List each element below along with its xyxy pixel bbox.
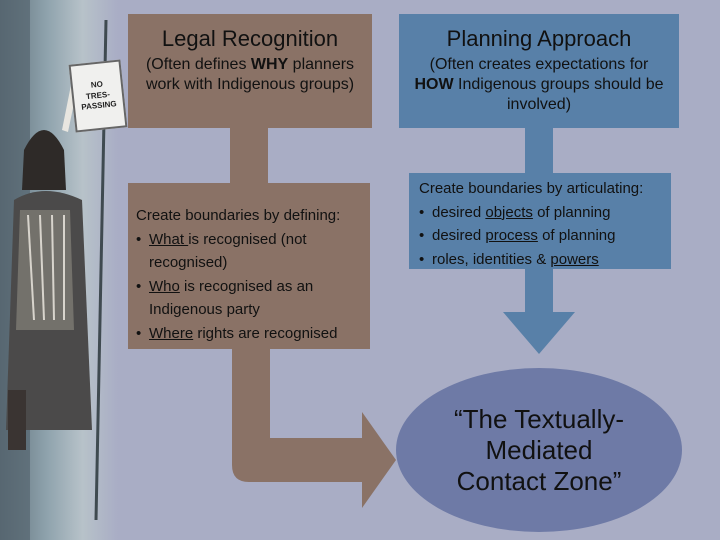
bullet-marker: • (419, 227, 425, 244)
planning-sub-bold: HOW (414, 76, 454, 93)
planning-boundaries-box: Create boundaries by articulating: • des… (409, 173, 671, 269)
planning-bullet-item: • roles, identities & powers (419, 248, 663, 272)
legal-sub-bold: WHY (250, 56, 289, 73)
legal-sub-suffix: planners work with Indigenous groups) (145, 56, 355, 93)
planning-bullet-pre: desired (432, 203, 486, 221)
planning-bullet-post: of planning (537, 227, 616, 244)
legal-recognition-subtitle: (Often defines WHY planners work with In… (128, 55, 372, 95)
bullet-marker: • (136, 324, 142, 342)
bullet-marker: • (136, 230, 142, 248)
background-photo: NO TRES- PASSING (0, 0, 128, 540)
contact-zone-label: “The Textually-Mediated Contact Zone” (453, 403, 625, 496)
planning-approach-subtitle: (Often creates expectations for HOW Indi… (399, 55, 679, 115)
legal-bullet-text: is recognised (not recognised) (149, 230, 307, 272)
bullet-marker: • (419, 203, 425, 221)
planning-bullet-key: powers (550, 250, 599, 268)
legal-bullet-text: is recognised as an Indigenous party (149, 277, 314, 319)
planning-boundaries-intro: Create boundaries by articulating: (419, 180, 644, 197)
planning-bullet-pre: roles, identities & (432, 250, 551, 268)
bullet-marker: • (419, 250, 425, 268)
planning-connector-arrow (503, 269, 575, 354)
legal-boundaries-box: Create boundaries by defining: • What is… (128, 183, 370, 349)
contact-zone-ellipse: “The Textually-Mediated Contact Zone” (396, 368, 682, 532)
planning-approach-box: Planning Approach (Often creates expecta… (399, 14, 679, 128)
planning-bullet-key: process (485, 227, 538, 244)
legal-bullet-item: • What is recognised (not recognised) (136, 228, 362, 275)
planning-approach-title: Planning Approach (446, 26, 632, 51)
legal-connector-arrow (232, 349, 396, 508)
planning-bullet-post: of planning (532, 203, 611, 221)
planning-bullet-item: • desired objects of planning (419, 201, 663, 225)
planning-sub-suffix: Indigenous groups should be involved) (453, 76, 664, 113)
legal-recognition-title: Legal Recognition (161, 26, 339, 51)
legal-bullet-item: • Who is recognised as an Indigenous par… (136, 275, 362, 322)
legal-bullet-text: rights are recognised (193, 324, 338, 342)
legal-recognition-box: Legal Recognition (Often defines WHY pla… (128, 14, 372, 128)
indigenous-man-photo (0, 0, 108, 540)
legal-bullet-item: • Where rights are recognised (136, 322, 362, 346)
planning-bullet-item: • desired process of planning (419, 224, 663, 248)
planning-bullet-pre: desired (432, 227, 486, 244)
planning-bullet-key: objects (485, 203, 533, 221)
legal-connector-top (230, 128, 268, 184)
legal-boundaries-intro: Create boundaries by defining: (136, 207, 341, 224)
legal-bullet-key: Who (149, 277, 180, 295)
legal-bullet-key: Where (149, 324, 194, 342)
legal-bullet-key: What (149, 230, 189, 248)
legal-sub-prefix: (Often defines (145, 56, 251, 73)
planning-connector-top (525, 128, 553, 174)
planning-sub-prefix: (Often creates expectations for (429, 56, 649, 73)
bullet-marker: • (136, 277, 142, 295)
